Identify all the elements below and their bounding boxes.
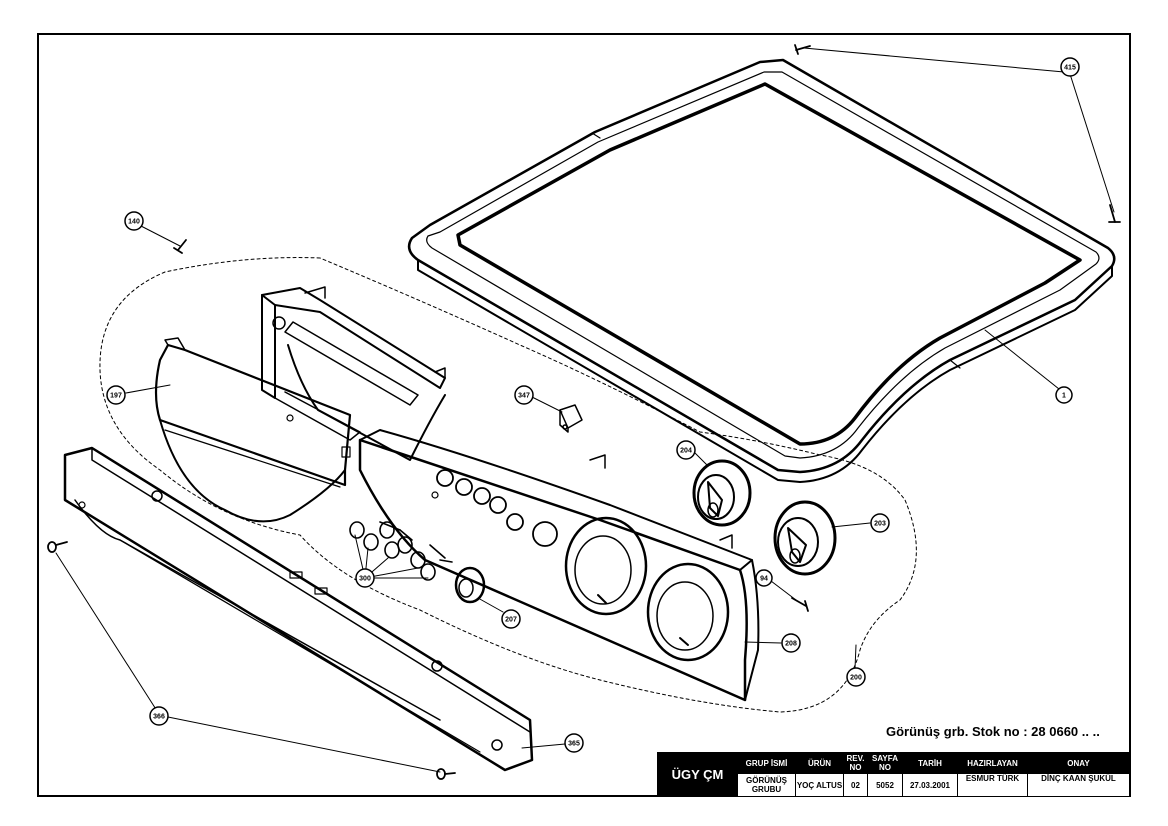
screw-415-side: [1108, 204, 1121, 223]
approval-value: DİNÇ KAAN ŞUKÜL: [1027, 773, 1130, 797]
product-value: YOÇ ALTUS: [795, 773, 844, 797]
page-no-value: 5052: [867, 773, 903, 797]
screw-94: [791, 597, 809, 612]
panel-inner-frame: [261, 286, 733, 549]
svg-text:203: 203: [874, 521, 886, 528]
svg-text:415: 415: [1064, 65, 1076, 72]
svg-text:208: 208: [785, 641, 797, 648]
bottom-strip-365: [63, 446, 534, 772]
svg-text:200: 200: [850, 675, 862, 682]
page-no-header: SAYFA NO: [867, 752, 903, 774]
callout-347: 347: [514, 385, 534, 405]
callout-365: 365: [564, 733, 584, 753]
svg-text:365: 365: [568, 741, 580, 748]
svg-text:1: 1: [1062, 393, 1066, 400]
date-header: TARİH: [902, 752, 958, 774]
leader-lines: [55, 47, 1115, 773]
callout-94: 94: [755, 569, 773, 587]
product-header: ÜRÜN: [795, 752, 844, 774]
screw-366-bottom: [436, 768, 456, 780]
rev-no-value: 02: [843, 773, 868, 797]
callout-197: 197: [106, 385, 126, 405]
knob-204: [692, 459, 752, 527]
screw-415-top: [794, 44, 811, 55]
callout-366: 366: [149, 706, 169, 726]
svg-text:347: 347: [518, 393, 530, 400]
callout-1: 1: [1055, 386, 1073, 404]
svg-text:207: 207: [505, 617, 517, 624]
svg-text:197: 197: [110, 393, 122, 400]
push-buttons-300: [349, 521, 453, 581]
date-value: 27.03.2001: [902, 773, 958, 797]
group-boundary-200: [99, 257, 917, 713]
drawing-frame: [37, 33, 1131, 797]
screw-366-left: [47, 541, 68, 553]
title-block: ÜGY ÇM GRUP İSMİ ÜRÜN REV. NO SAYFA NO T…: [657, 752, 1130, 797]
stock-number-note: Görünüş grb. Stok no : 28 0660 .. ..: [886, 724, 1100, 739]
rev-no-header: REV. NO: [843, 752, 868, 774]
prepared-by-value: ESMUR TÜRK: [957, 773, 1028, 797]
department-label: ÜGY ÇM: [657, 752, 738, 797]
drawer-front-197: [154, 337, 352, 523]
prepared-by-header: HAZIRLAYAN: [957, 752, 1028, 774]
callout-415: 415: [1060, 57, 1080, 77]
svg-text:300: 300: [359, 576, 371, 583]
callout-208: 208: [781, 633, 801, 653]
callout-203: 203: [870, 513, 890, 533]
callout-300: 300: [355, 568, 375, 588]
screw-140: [173, 239, 187, 254]
bracket-347: [559, 404, 583, 433]
group-name-value: GÖRÜNÜŞ GRUBU: [737, 773, 796, 797]
callout-204: 204: [676, 440, 696, 460]
top-lid: [407, 58, 1116, 483]
control-panel-208: [358, 429, 760, 702]
svg-text:366: 366: [153, 714, 165, 721]
callout-207: 207: [501, 609, 521, 629]
svg-text:140: 140: [128, 219, 140, 226]
approval-header: ONAY: [1027, 752, 1130, 774]
knob-207: [454, 566, 486, 604]
callout-140: 140: [124, 211, 144, 231]
knob-203: [773, 500, 837, 576]
group-name-header: GRUP İSMİ: [737, 752, 796, 774]
svg-text:94: 94: [760, 576, 768, 583]
svg-text:204: 204: [680, 448, 692, 455]
callout-200: 200: [846, 667, 866, 687]
callouts: 415 140 197 347 1 204 203 94: [106, 57, 1080, 753]
